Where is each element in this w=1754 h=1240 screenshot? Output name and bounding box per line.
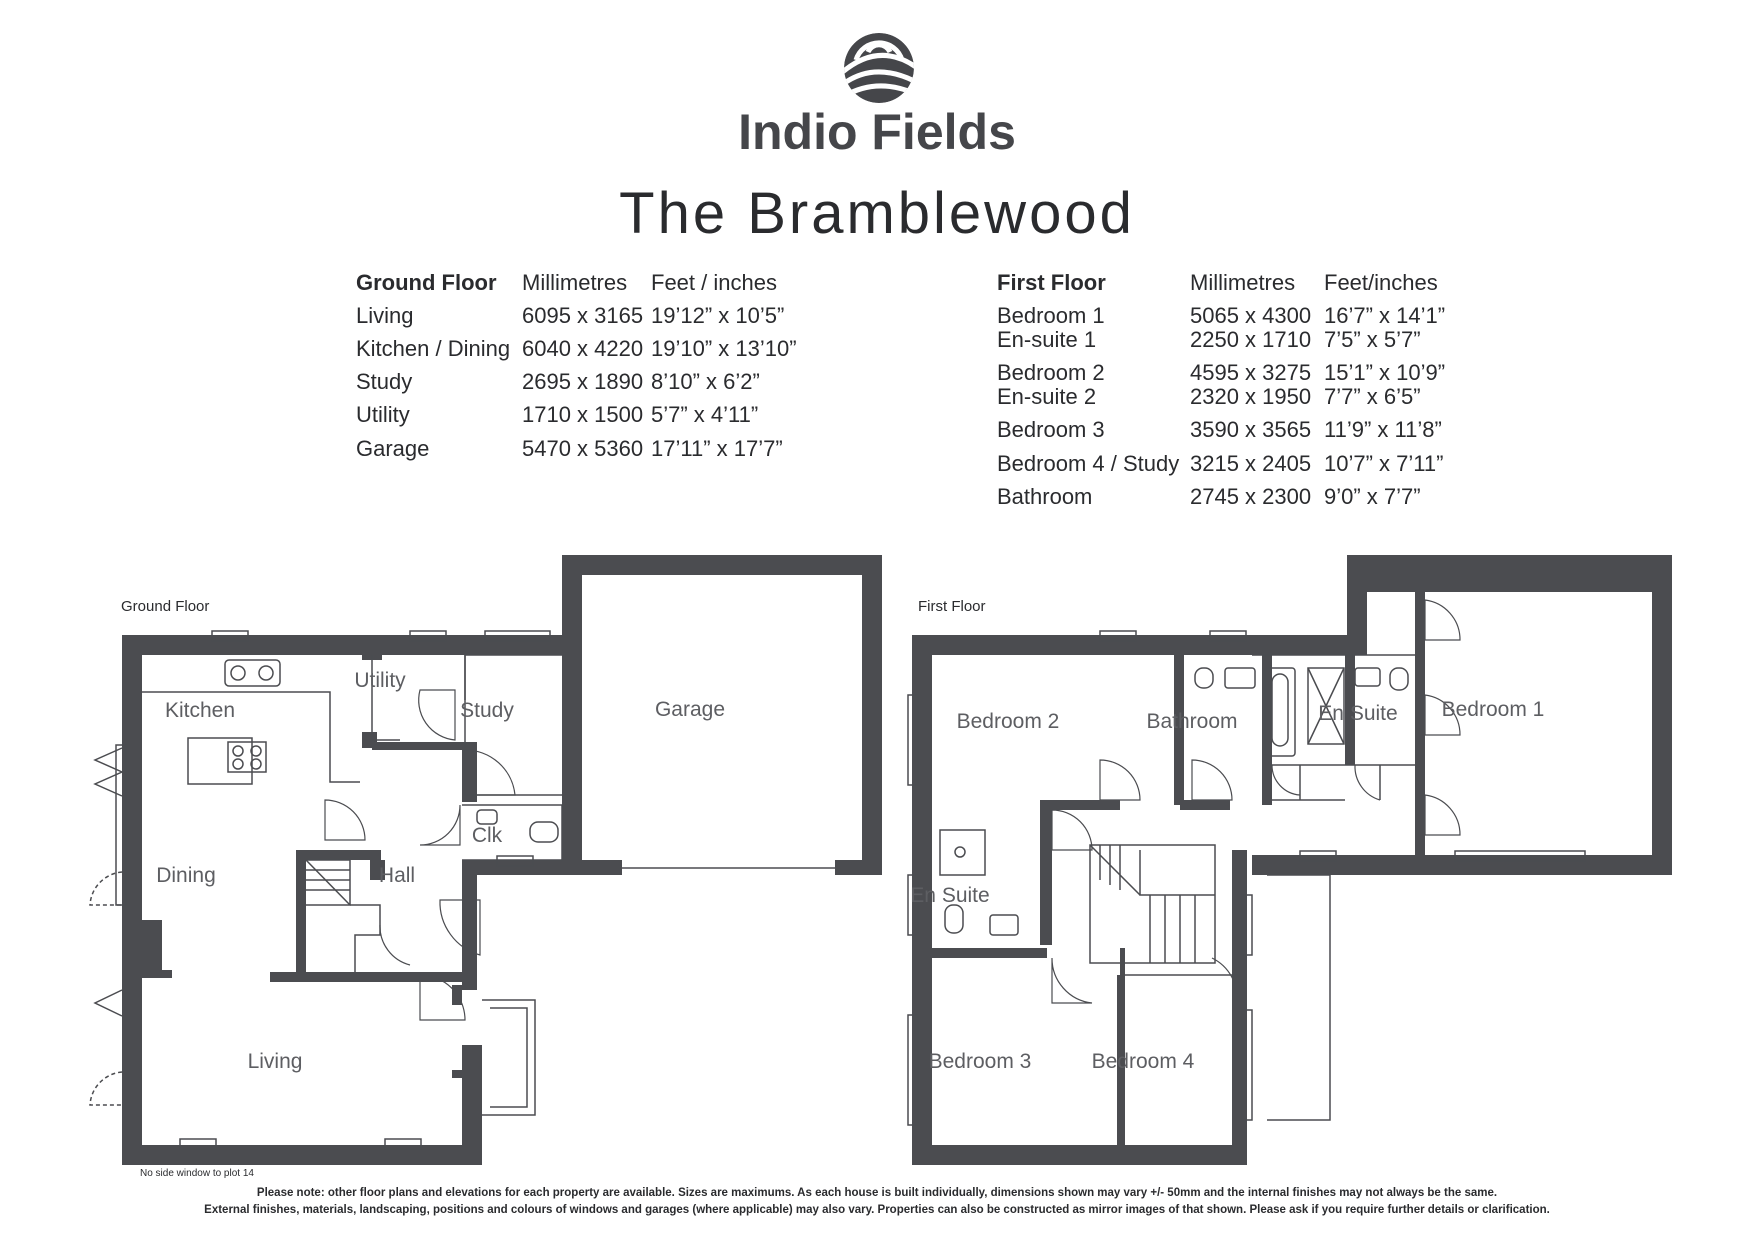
first-floor-dimensions-table: First Floor Millimetres Feet/inches Bedr… xyxy=(997,270,1497,520)
column-header-millimetres: Millimetres xyxy=(1190,270,1296,295)
column-header-room: First Floor xyxy=(997,270,1106,295)
room-label-bedroom-2: Bedroom 2 xyxy=(957,710,1060,733)
room-name: Bedroom 4 / Study xyxy=(997,451,1180,476)
room-size-mm: 3215 x 2405 xyxy=(1190,451,1312,476)
room-size-feet: 11’9” x 11’8” xyxy=(1324,417,1442,442)
room-label-bedroom-1: Bedroom 1 xyxy=(1442,698,1545,721)
room-label-kitchen: Kitchen xyxy=(165,699,235,722)
house-name-title: The Bramblewood xyxy=(619,181,1135,246)
room-size-mm: 6040 x 4220 xyxy=(522,336,644,361)
column-header-millimetres: Millimetres xyxy=(522,270,628,295)
rolling-fields-logo-icon xyxy=(844,33,914,103)
room-size-mm: 1710 x 1500 xyxy=(522,402,644,427)
room-size-mm: 5065 x 4300 xyxy=(1190,303,1312,328)
room-label-clk: Clk xyxy=(472,824,503,847)
room-label-utility: Utility xyxy=(354,669,406,692)
room-label-garage: Garage xyxy=(655,698,725,721)
room-label-bedroom-3: Bedroom 3 xyxy=(929,1050,1032,1073)
room-size-feet: 17’11” x 17’7” xyxy=(651,436,783,461)
room-size-feet: 15’1” x 10’9” xyxy=(1324,360,1446,385)
room-label-bedroom-4: Bedroom 4 xyxy=(1092,1050,1195,1073)
room-size-feet: 19’12” x 10’5” xyxy=(651,303,785,328)
ground-floor-walls xyxy=(122,555,882,1165)
first-floor-walls xyxy=(912,555,1672,1165)
room-name: Bedroom 1 xyxy=(997,303,1105,328)
room-size-feet: 5’7” x 4’11” xyxy=(651,402,759,427)
room-size-feet: 7’5” x 5’7” xyxy=(1324,327,1421,352)
room-name: En-suite 2 xyxy=(997,384,1097,409)
room-size-mm: 2745 x 2300 xyxy=(1190,484,1312,509)
room-name: Living xyxy=(356,303,414,328)
room-size-feet: 9’0” x 7’7” xyxy=(1324,484,1421,509)
disclaimer-line-2: External finishes, materials, landscapin… xyxy=(204,1204,1550,1216)
room-label-study: Study xyxy=(460,699,514,722)
room-size-feet: 7’7” x 6’5” xyxy=(1324,384,1421,409)
room-size-mm: 3590 x 3565 xyxy=(1190,417,1312,442)
room-label-living: Living xyxy=(248,1050,303,1073)
room-size-mm: 2320 x 1950 xyxy=(1190,384,1312,409)
room-name: Study xyxy=(356,369,413,394)
room-size-feet: 8’10” x 6’2” xyxy=(651,369,760,394)
room-size-feet: 19’10” x 13’10” xyxy=(651,336,797,361)
disclaimer-line-1: Please note: other floor plans and eleva… xyxy=(256,1187,1498,1199)
room-label-hall: Hall xyxy=(379,864,415,887)
room-name: Garage xyxy=(356,436,430,461)
room-size-mm: 6095 x 3165 xyxy=(522,303,644,328)
room-size-mm: 2695 x 1890 xyxy=(522,369,644,394)
room-label-en-suite-2: En Suite xyxy=(910,884,989,907)
brand-name: Indio Fields xyxy=(738,104,1016,160)
column-header-room: Ground Floor xyxy=(356,270,497,295)
room-size-mm: 4595 x 3275 xyxy=(1190,360,1312,385)
room-label-dining: Dining xyxy=(156,864,216,887)
room-label-en-suite-1: En Suite xyxy=(1318,702,1397,725)
room-size-mm: 2250 x 1710 xyxy=(1190,327,1312,352)
room-size-feet: 10’7” x 7’11” xyxy=(1324,451,1444,476)
room-name: Bedroom 3 xyxy=(997,417,1105,442)
room-label-bathroom: Bathroom xyxy=(1146,710,1237,733)
first-floor-plan-label: First Floor xyxy=(918,598,986,615)
room-name: Utility xyxy=(356,402,410,427)
room-name: Bedroom 2 xyxy=(997,360,1105,385)
room-size-mm: 5470 x 5360 xyxy=(522,436,644,461)
ground-floor-dimensions-table: Ground Floor Millimetres Feet / inches L… xyxy=(356,270,836,470)
room-name: En-suite 1 xyxy=(997,327,1097,352)
room-name: Kitchen / Dining xyxy=(356,336,511,361)
column-header-feet-inches: Feet/inches xyxy=(1324,270,1438,295)
ground-floor-note: No side window to plot 14 xyxy=(140,1168,254,1179)
room-size-feet: 16’7” x 14’1” xyxy=(1324,303,1446,328)
ground-floor-plan-label: Ground Floor xyxy=(121,598,210,615)
column-header-feet-inches: Feet / inches xyxy=(651,270,777,295)
room-name: Bathroom xyxy=(997,484,1093,509)
